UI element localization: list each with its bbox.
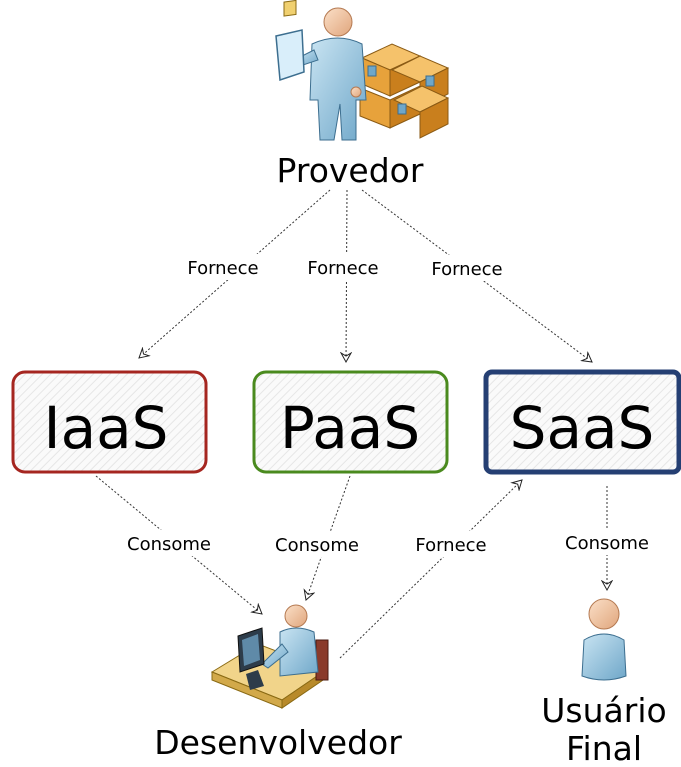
edge-label-saas-end-user: Consome bbox=[565, 533, 649, 554]
user-person-icon bbox=[581, 598, 627, 681]
edge-provider-paas bbox=[346, 189, 347, 362]
developer-at-desk-icon bbox=[210, 604, 329, 709]
edge-label-provider-saas: Fornece bbox=[431, 259, 502, 280]
developer-label: Desenvolvedor bbox=[154, 723, 402, 762]
edge-label-provider-paas: Fornece bbox=[307, 258, 378, 279]
edge-developer-saas bbox=[339, 480, 522, 659]
edge-label-developer-saas: Fornece bbox=[415, 535, 486, 556]
end-user-label-line2: Final bbox=[566, 729, 642, 767]
saas-box: SaaS bbox=[483, 369, 681, 475]
edge-label-provider-iaas: Fornece bbox=[187, 258, 258, 279]
saas-label: SaaS bbox=[510, 394, 655, 462]
iaas-box: IaaS bbox=[11, 370, 208, 474]
paas-label: PaaS bbox=[280, 394, 420, 462]
provider-label: Provedor bbox=[277, 151, 424, 190]
end-user-label-line1: Usuário bbox=[541, 691, 666, 730]
edge-label-iaas-developer: Consome bbox=[127, 534, 211, 555]
iaas-label: IaaS bbox=[43, 394, 168, 462]
paas-box: PaaS bbox=[252, 370, 449, 474]
edge-label-paas-developer: Consome bbox=[275, 535, 359, 556]
businessman-with-boxes-icon bbox=[275, 0, 450, 141]
